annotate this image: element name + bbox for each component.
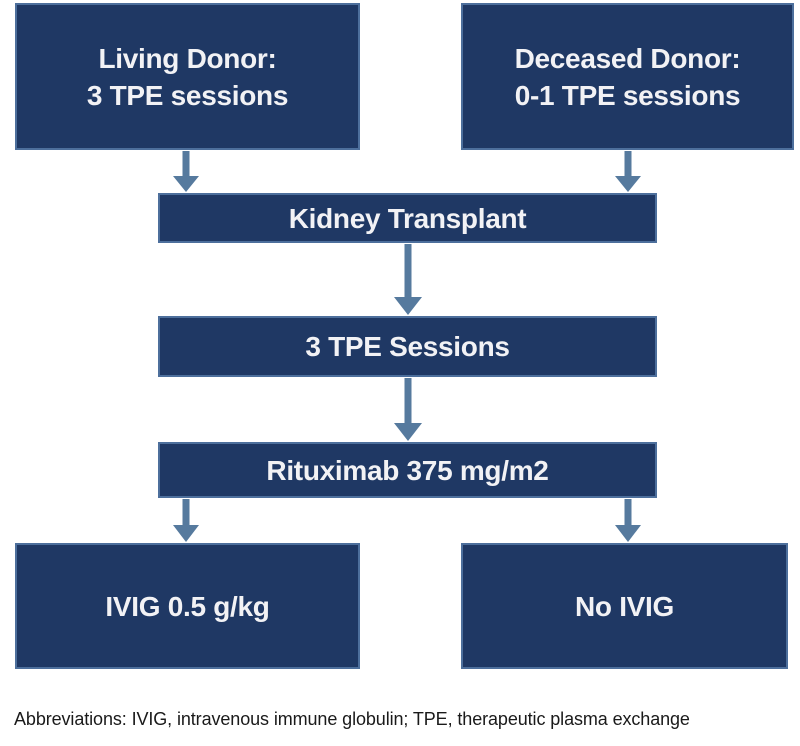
arrow-living-to-transplant-icon [173,151,199,192]
node-living-donor-line1: Living Donor: [98,42,277,74]
node-no-ivig-label: No IVIG [574,590,675,622]
node-ivig: IVIG 0.5 g/kg [15,543,360,669]
node-kidney-transplant: Kidney Transplant [158,193,657,243]
node-living-donor-line2: 3 TPE sessions [86,79,289,111]
arrow-tpe-to-rituximab-icon [394,378,422,441]
node-living-donor: Living Donor: 3 TPE sessions [15,3,360,150]
node-rituximab: Rituximab 375 mg/m2 [158,442,657,498]
node-deceased-donor-line1: Deceased Donor: [514,42,741,74]
node-deceased-donor-line2: 0-1 TPE sessions [514,79,741,111]
arrow-transplant-to-tpe-icon [394,244,422,315]
abbreviations-caption: Abbreviations: IVIG, intravenous immune … [14,709,690,729]
node-tpe-sessions: 3 TPE Sessions [158,316,657,377]
node-tpe-sessions-label: 3 TPE Sessions [305,331,510,362]
arrow-rituximab-to-ivig-icon [173,499,199,542]
node-kidney-transplant-label: Kidney Transplant [288,202,527,234]
node-no-ivig: No IVIG [461,543,788,669]
arrow-deceased-to-transplant-icon [615,151,641,192]
node-ivig-label: IVIG 0.5 g/kg [105,590,270,622]
node-deceased-donor: Deceased Donor: 0-1 TPE sessions [461,3,794,150]
arrow-rituximab-to-no-ivig-icon [615,499,641,542]
node-rituximab-label: Rituximab 375 mg/m2 [266,454,549,486]
